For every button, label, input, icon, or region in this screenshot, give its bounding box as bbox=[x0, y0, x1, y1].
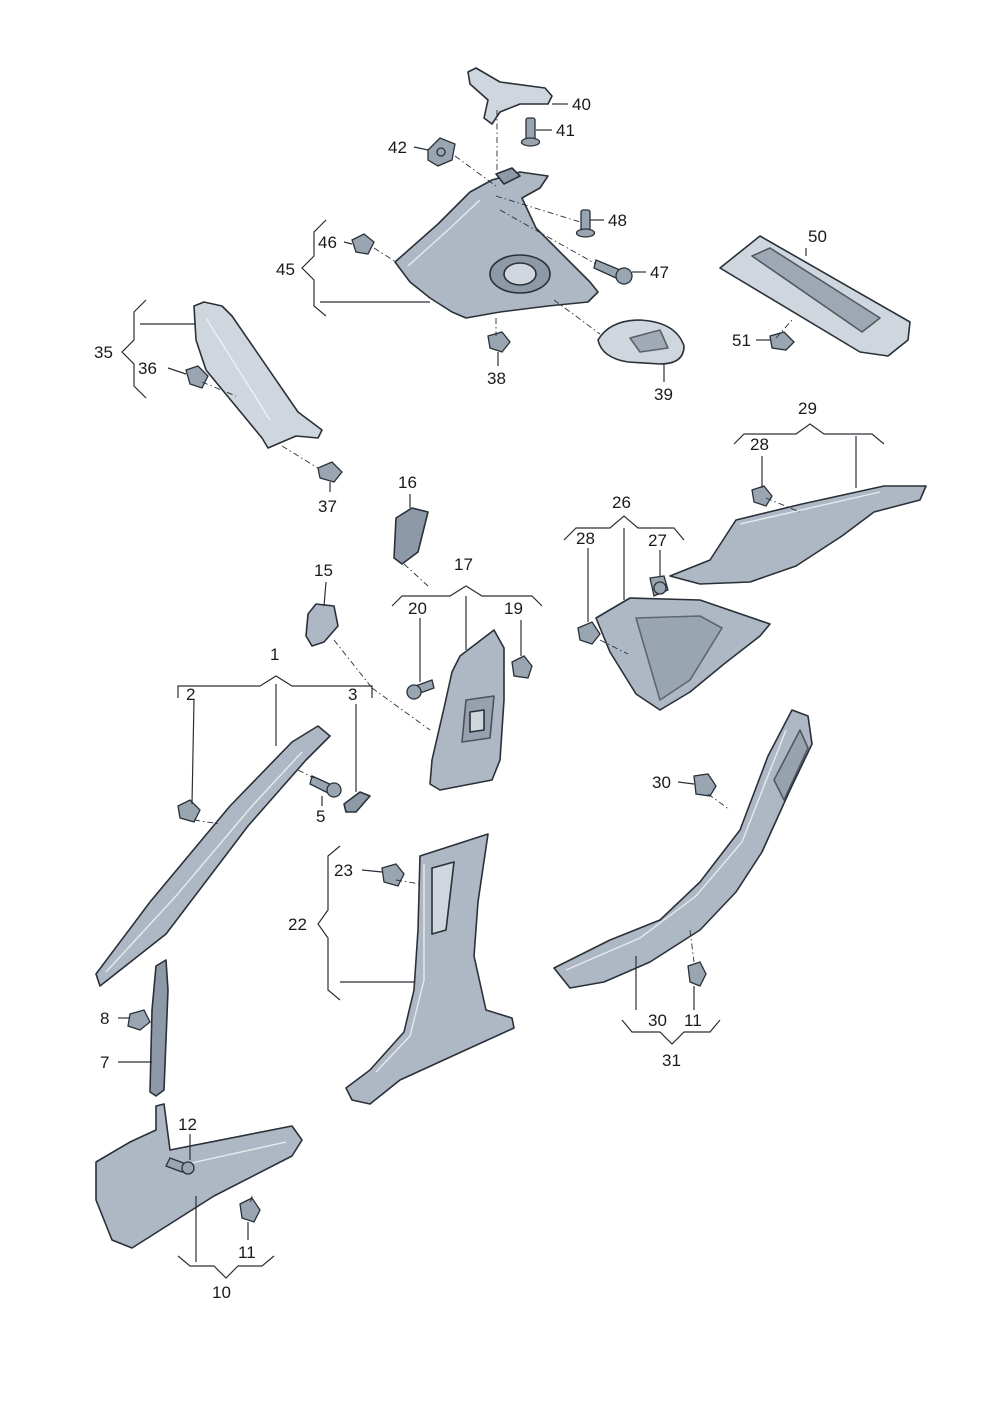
label-28b: 28 bbox=[750, 435, 769, 454]
part-15-guide bbox=[305, 603, 339, 647]
label-37: 37 bbox=[318, 497, 337, 516]
label-19: 19 bbox=[504, 599, 523, 618]
label-28a: 28 bbox=[576, 529, 595, 548]
part-16-bracket bbox=[393, 507, 429, 565]
label-11b: 11 bbox=[238, 1243, 256, 1262]
part-46-clip bbox=[351, 233, 375, 255]
part-11-clip-lower bbox=[239, 1197, 261, 1223]
label-26: 26 bbox=[612, 493, 631, 512]
part-5-screw bbox=[309, 775, 342, 798]
label-38: 38 bbox=[487, 369, 506, 388]
label-27: 27 bbox=[648, 531, 667, 550]
label-3: 3 bbox=[348, 685, 357, 704]
part-38-clip bbox=[487, 331, 511, 353]
label-42: 42 bbox=[388, 138, 407, 157]
label-15: 15 bbox=[314, 561, 333, 580]
part-2-clip bbox=[177, 799, 201, 823]
label-36: 36 bbox=[138, 359, 157, 378]
part-8-clip bbox=[127, 1009, 151, 1031]
label-46: 46 bbox=[318, 233, 337, 252]
part-27-screw bbox=[649, 575, 669, 597]
part-23-clip bbox=[381, 863, 405, 887]
label-40: 40 bbox=[572, 95, 591, 114]
part-48-screw bbox=[575, 209, 596, 238]
part-42-clip bbox=[427, 137, 456, 167]
part-labels: 40 41 42 48 46 45 47 50 51 35 36 38 39 2… bbox=[94, 95, 827, 1302]
part-36-clip bbox=[185, 365, 209, 389]
braces bbox=[121, 219, 885, 1279]
label-51: 51 bbox=[732, 331, 751, 350]
label-35: 35 bbox=[94, 343, 113, 362]
label-20: 20 bbox=[408, 599, 427, 618]
label-29: 29 bbox=[798, 399, 817, 418]
part-7-seal-strip bbox=[149, 959, 169, 1097]
label-30b: 30 bbox=[648, 1011, 667, 1030]
label-11a: 11 bbox=[684, 1011, 702, 1030]
part-12-screw bbox=[165, 1157, 195, 1175]
leader-lines bbox=[118, 103, 807, 1262]
label-5: 5 bbox=[316, 807, 325, 826]
label-12: 12 bbox=[178, 1115, 197, 1134]
part-51-clip bbox=[769, 331, 795, 351]
part-31-rear-sill-trim bbox=[553, 709, 813, 989]
label-41: 41 bbox=[556, 121, 575, 140]
part-39-speaker-grille bbox=[597, 319, 685, 365]
label-8: 8 bbox=[100, 1009, 109, 1028]
label-17: 17 bbox=[454, 555, 473, 574]
part-40-bracket bbox=[467, 67, 553, 125]
assembly-lines bbox=[193, 110, 801, 1205]
part-10-sill-trim bbox=[95, 1103, 303, 1249]
part-22-b-pillar-lower-trim bbox=[345, 833, 515, 1105]
label-48: 48 bbox=[608, 211, 627, 230]
part-19-clip bbox=[511, 655, 533, 679]
part-28-clip-left bbox=[577, 621, 601, 645]
label-31: 31 bbox=[662, 1051, 681, 1070]
part-28-clip-right bbox=[751, 485, 773, 507]
part-37-clip bbox=[317, 461, 343, 483]
label-1: 1 bbox=[270, 645, 279, 664]
part-47-bolt bbox=[593, 259, 633, 285]
label-45: 45 bbox=[276, 260, 295, 279]
part-35-a-pillar-trim bbox=[193, 301, 323, 449]
label-22: 22 bbox=[288, 915, 307, 934]
part-11-clip-right bbox=[687, 961, 707, 987]
label-50: 50 bbox=[808, 227, 827, 246]
label-23: 23 bbox=[334, 861, 353, 880]
label-16: 16 bbox=[398, 473, 417, 492]
part-30-clip bbox=[693, 773, 717, 797]
label-10: 10 bbox=[212, 1283, 231, 1302]
part-29-rear-trim bbox=[669, 485, 927, 585]
part-3-cover bbox=[343, 791, 371, 813]
label-30a: 30 bbox=[652, 773, 671, 792]
label-47: 47 bbox=[650, 263, 669, 282]
part-1-a-pillar-lower-trim bbox=[95, 725, 331, 987]
part-41-screw bbox=[520, 117, 541, 147]
part-45-c-pillar-trim bbox=[394, 171, 599, 319]
label-7: 7 bbox=[100, 1053, 109, 1072]
part-20-screw bbox=[406, 679, 435, 700]
label-39: 39 bbox=[654, 385, 673, 404]
label-2: 2 bbox=[186, 685, 195, 704]
